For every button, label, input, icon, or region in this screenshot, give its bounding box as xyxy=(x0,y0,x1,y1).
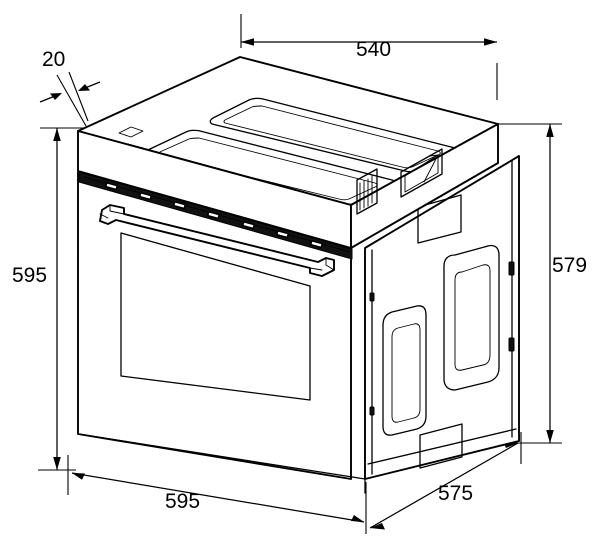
dimension-540-group: 540 xyxy=(240,14,498,100)
arrow-20-left xyxy=(50,93,62,100)
arrow-left-575 xyxy=(370,523,385,530)
side-tab-upper xyxy=(417,194,462,244)
control-strip xyxy=(78,171,353,260)
dimension-label-540: 540 xyxy=(356,38,391,61)
side-tab-lower xyxy=(419,423,463,469)
side-screw-lower xyxy=(369,406,375,416)
front-door-bottom-trim xyxy=(77,433,366,480)
dimension-595-width-group: 595 xyxy=(67,455,367,534)
side-relief-small xyxy=(382,305,427,436)
louver-vent xyxy=(356,168,378,215)
control-light-3 xyxy=(173,201,186,210)
hinge-clip-upper xyxy=(508,261,515,276)
control-light-2 xyxy=(139,192,152,201)
control-light-1 xyxy=(105,182,118,191)
dimension-label-579: 579 xyxy=(552,254,587,277)
arrow-left-595w xyxy=(72,473,85,480)
arrow-left-540 xyxy=(241,38,254,46)
side-panel xyxy=(364,155,520,480)
dimension-20-group: 20 xyxy=(39,48,101,127)
arrow-top-579 xyxy=(546,124,554,137)
control-light-7 xyxy=(310,240,323,249)
hinge-clip-lower xyxy=(508,337,515,352)
dimension-label-575: 575 xyxy=(438,482,473,505)
dimension-label-595-height: 595 xyxy=(12,264,47,287)
side-relief-large xyxy=(443,244,500,391)
dimension-595-height-group: 595 xyxy=(12,127,88,471)
control-light-4 xyxy=(207,211,220,220)
arrow-bottom-595h xyxy=(53,457,61,470)
dimension-label-20: 20 xyxy=(42,48,65,71)
door-handle[interactable] xyxy=(99,204,335,277)
arrow-top-595h xyxy=(53,128,61,141)
arrow-right-595w xyxy=(351,515,364,522)
arrow-bottom-579 xyxy=(546,430,554,443)
top-corner-notch xyxy=(118,126,144,138)
control-light-6 xyxy=(276,230,289,239)
rear-access-window xyxy=(400,148,443,198)
door-glass-window xyxy=(120,232,311,401)
dimension-label-595-width: 595 xyxy=(165,490,200,513)
arrow-right-540 xyxy=(484,38,497,46)
arrow-20-right xyxy=(78,84,90,91)
control-light-5 xyxy=(242,221,255,230)
side-screw-upper xyxy=(369,292,375,302)
upper-body-bottom-edge xyxy=(350,162,499,249)
side-panel-bottom-rail xyxy=(367,428,517,465)
oven-body xyxy=(77,56,520,480)
dimension-579-group: 579 xyxy=(497,123,587,444)
